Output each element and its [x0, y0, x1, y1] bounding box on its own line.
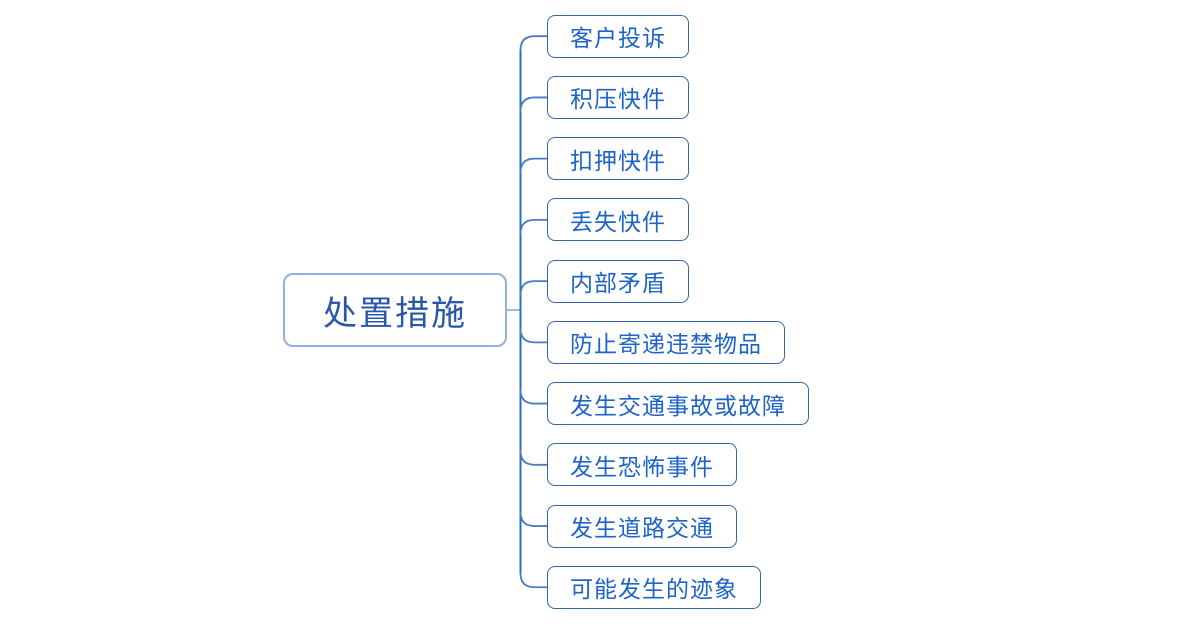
- child-node[interactable]: 丢失快件: [547, 198, 689, 242]
- child-node[interactable]: 发生交通事故或故障: [547, 382, 809, 426]
- root-node[interactable]: 处置措施: [283, 273, 507, 347]
- child-node[interactable]: 发生道路交通: [547, 504, 737, 548]
- child-node[interactable]: 积压快件: [547, 75, 689, 119]
- child-node[interactable]: 发生恐怖事件: [547, 443, 737, 487]
- child-node[interactable]: 客户投诉: [547, 14, 689, 58]
- child-node[interactable]: 防止寄递违禁物品: [547, 320, 785, 364]
- child-node[interactable]: 扣押快件: [547, 137, 689, 181]
- child-node[interactable]: 内部矛盾: [547, 259, 689, 303]
- child-node[interactable]: 可能发生的迹象: [547, 565, 761, 609]
